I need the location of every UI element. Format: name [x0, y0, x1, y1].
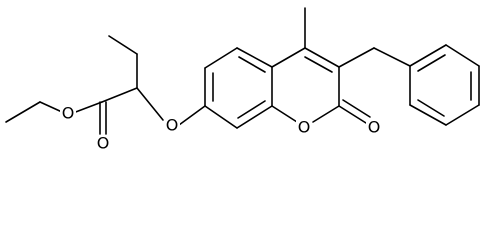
phenyl-inner-double-bond-3 [417, 99, 445, 117]
structure-diagram: O O O O O [5, 7, 480, 153]
phenyl-ring-bond-2 [445, 44, 480, 67]
ether-o-aryl-bond [178, 105, 206, 126]
alpha-ether-o-bond [136, 87, 164, 121]
phenyl-ring-bond-4 [445, 104, 480, 126]
benzyl-phenyl-bond [373, 47, 411, 67]
ethyl-ch3-bond [5, 101, 41, 123]
phenyl-inner-double-bond-1 [417, 54, 446, 72]
ester-oxygen-label: O [62, 104, 75, 123]
benzo-ring-bond-3 [236, 47, 273, 68]
ring-oxygen-label-bg [296, 118, 312, 136]
ester-o-carbonyl-bond [72, 101, 103, 114]
lactone-carbonyl-oxygen-label-bg [366, 118, 382, 136]
benzo-ring-bond-6 [204, 105, 238, 129]
benzo-inner-double-bond-2 [238, 56, 266, 73]
phenyl-ring-bond-1 [409, 44, 447, 67]
pyrone-ring-bond-1 [271, 47, 306, 68]
benzo-ring-bond-2 [204, 47, 238, 69]
carbonyl-alpha-bond [101, 87, 138, 103]
ring-oxygen-label: O [298, 118, 311, 137]
lactone-carbonyl-bond-b [342, 99, 371, 118]
ether-oxygen-label-bg [164, 116, 180, 134]
pyrone-ring-bond-5 [271, 105, 298, 123]
carbonyl-oxygen-label-bg [95, 135, 111, 153]
molecule-structure: O O O O O [5, 7, 480, 153]
lactone-carbonyl-bond-a [338, 105, 367, 124]
lactone-carbonyl-oxygen-label: O [368, 118, 381, 137]
benzyl-ch2-bond [338, 47, 375, 68]
ethyl-ch2-o-bond [39, 101, 63, 113]
carbonyl-oxygen-label: O [97, 134, 110, 153]
ether-oxygen-label: O [166, 116, 179, 135]
ester-oxygen-label-bg [60, 104, 76, 122]
phenyl-ring-bond-5 [409, 104, 447, 126]
pyrone-inner-double-bond [304, 56, 333, 73]
pyrone-ring-bond-4 [312, 105, 340, 123]
benzo-inner-double-bond-3 [237, 100, 266, 119]
benzo-ring-bond-5 [236, 105, 273, 129]
pyrone-ring-bond-2 [304, 47, 340, 68]
ethyl-side-ch3-bond [108, 35, 138, 55]
